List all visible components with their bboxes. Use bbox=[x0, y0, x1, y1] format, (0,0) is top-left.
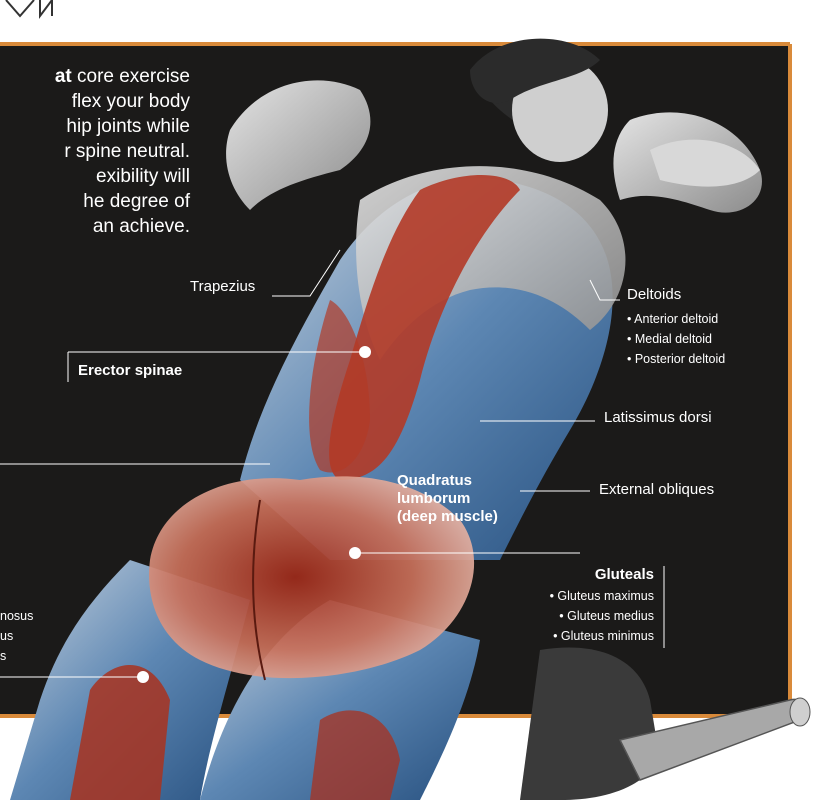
erector-dot bbox=[359, 346, 371, 358]
bench-bar-end bbox=[790, 698, 810, 726]
label-latissimus: Latissimus dorsi bbox=[604, 409, 712, 426]
label-quadratus-line: (deep muscle) bbox=[397, 508, 498, 526]
label-quadratus-line: Quadratus bbox=[397, 472, 472, 490]
left-fragment: us bbox=[0, 627, 13, 645]
label-deltoids: Deltoids bbox=[627, 286, 681, 303]
intro-line: exibility will bbox=[0, 164, 190, 189]
hamstring-dot bbox=[137, 671, 149, 683]
label-gluteals: Gluteals bbox=[560, 566, 654, 584]
intro-line: flex your body bbox=[0, 89, 190, 114]
intro-line: an achieve. bbox=[0, 214, 190, 239]
gluteal-item: • Gluteus medius bbox=[508, 607, 654, 625]
intro-line: r spine neutral. bbox=[0, 139, 190, 164]
deltoid-item: • Anterior deltoid bbox=[627, 310, 718, 328]
logo-fragment bbox=[6, 0, 52, 16]
gluteal-item: • Gluteus maximus bbox=[508, 587, 654, 605]
intro-line: at core exercise bbox=[0, 64, 190, 89]
deltoid-item: • Posterior deltoid bbox=[627, 350, 725, 368]
intro-text: at core exercise flex your body hip join… bbox=[0, 64, 190, 239]
deltoid-item: • Medial deltoid bbox=[627, 330, 712, 348]
label-trapezius: Trapezius bbox=[190, 278, 255, 295]
label-external-obliques: External obliques bbox=[599, 481, 714, 498]
label-erector-spinae: Erector spinae bbox=[78, 362, 182, 380]
intro-line: hip joints while bbox=[0, 114, 190, 139]
intro-line: he degree of bbox=[0, 189, 190, 214]
left-fragment: nosus bbox=[0, 607, 33, 625]
left-fragment: s bbox=[0, 647, 6, 665]
gluteal-item: • Gluteus minimus bbox=[508, 627, 654, 645]
gluteals-dot bbox=[349, 547, 361, 559]
label-quadratus-line: lumborum bbox=[397, 490, 470, 508]
